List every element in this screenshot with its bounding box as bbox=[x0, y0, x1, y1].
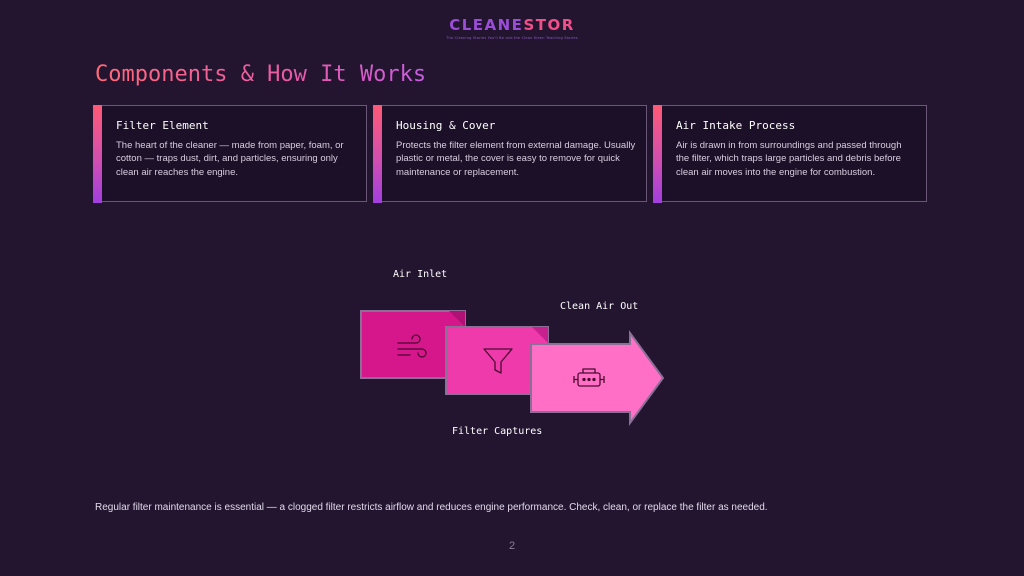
engine-icon bbox=[573, 368, 605, 387]
card-body: The heart of the cleaner — made from pap… bbox=[116, 140, 344, 178]
step-inlet-fold bbox=[449, 311, 465, 327]
card-housing-cover: Housing & Cover Protects the filter elem… bbox=[372, 104, 647, 203]
card-title: Filter Element bbox=[116, 119, 209, 132]
brand-logo: CLEANESTOR The Cleaning Stories You'll B… bbox=[0, 16, 1024, 40]
brand-name-part2: STOR bbox=[523, 16, 575, 34]
page-number: 2 bbox=[508, 540, 516, 552]
card-body: Protects the filter element from externa… bbox=[396, 140, 636, 178]
card-accent-bar bbox=[652, 104, 662, 203]
card-air-intake-process: Air Intake Process Air is drawn in from … bbox=[652, 104, 927, 203]
brand-name-part1: CLEANE bbox=[449, 16, 524, 34]
card-accent-bar bbox=[372, 104, 382, 203]
card-title: Housing & Cover bbox=[396, 119, 496, 132]
card-title: Air Intake Process bbox=[676, 119, 796, 132]
wind-icon bbox=[397, 334, 427, 358]
card-filter-element: Filter Element The heart of the cleaner … bbox=[92, 104, 367, 203]
brand-tagline: The Cleaning Stories You'll Be and the C… bbox=[446, 36, 578, 40]
card-body: Air is drawn in from surroundings and pa… bbox=[676, 140, 902, 178]
funnel-icon bbox=[483, 348, 513, 374]
maintenance-note: Regular filter maintenance is essential … bbox=[95, 502, 768, 513]
step-filter-fold bbox=[532, 327, 548, 343]
card-accent-bar bbox=[92, 104, 102, 203]
label-clean-air-out: Clean Air Out bbox=[560, 301, 639, 312]
brand-wordmark: CLEANESTOR bbox=[0, 16, 1024, 34]
label-air-inlet: Air Inlet bbox=[393, 269, 448, 280]
step-outlet-arrow bbox=[530, 329, 665, 427]
slide-title: Components & How It Works bbox=[95, 62, 427, 87]
step-clean-air-out bbox=[530, 329, 665, 427]
label-filter-captures: Filter Captures bbox=[452, 426, 543, 437]
